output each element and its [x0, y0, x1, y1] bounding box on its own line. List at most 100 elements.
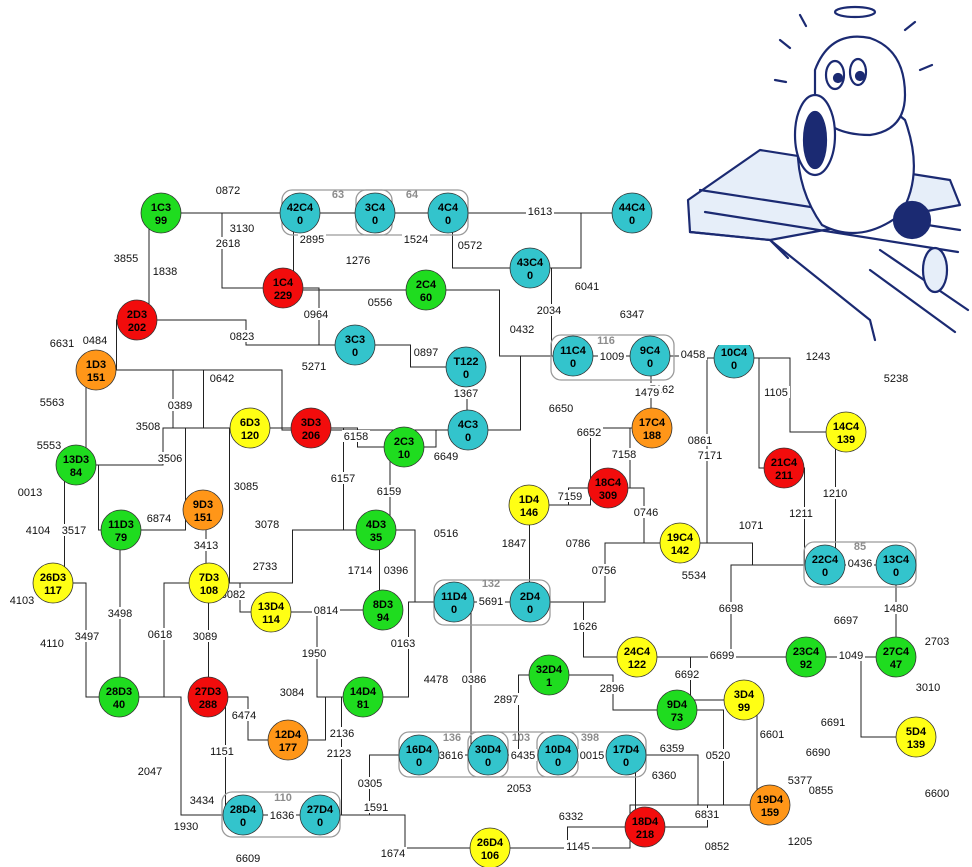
edge-label: 0396 [384, 565, 408, 577]
edge-label: 1626 [573, 621, 597, 633]
edge-label: 6332 [559, 811, 583, 823]
group-label-110: 110 [274, 792, 292, 804]
node-circle [749, 784, 791, 826]
edge-label-bg [214, 184, 242, 196]
edge-1C3-1C4 [161, 212, 283, 289]
edge-label-bg [786, 774, 814, 786]
edge-label-bg [680, 569, 708, 581]
node-circle [182, 489, 224, 531]
edge-label: 1145 [566, 841, 590, 853]
edge-label: 2047 [138, 766, 162, 778]
node-circle [509, 247, 551, 289]
edge-label: 4103 [10, 595, 34, 607]
node-circle [342, 676, 384, 718]
edge-4C3-11C4 [468, 355, 573, 431]
node-id-label: 5D4 [906, 726, 927, 738]
node-value-label: 309 [599, 490, 617, 502]
edge-label-bg [342, 430, 370, 442]
edge-label-bg [762, 386, 790, 398]
edge-label-bg [571, 620, 599, 632]
node-value-label: 0 [893, 567, 899, 579]
edge-label: 1211 [789, 508, 813, 520]
edge-label: 1847 [502, 538, 526, 550]
node-circle [354, 192, 396, 234]
node-value-label: 120 [241, 430, 259, 442]
edge-label-bg [914, 681, 942, 693]
edge-label-bg [145, 512, 173, 524]
node-value-label: 0 [317, 817, 323, 829]
edge-label: 7158 [612, 449, 636, 461]
edge-label-bg [24, 524, 52, 536]
edge-label: 0642 [210, 373, 234, 385]
node-id-label: 9D3 [193, 499, 213, 511]
edge-label-bg [703, 840, 731, 852]
node-id-label: 13D4 [258, 601, 285, 613]
node-value-label: 229 [274, 290, 292, 302]
node-id-label: 10C4 [721, 347, 748, 359]
edge-label: 6652 [577, 427, 601, 439]
edge-label-bg [16, 486, 44, 498]
node-circle [785, 636, 827, 678]
edge-label-bg [228, 222, 256, 234]
edge-label-bg [632, 506, 660, 518]
edge-label: 0015 [580, 750, 604, 762]
node-id-label: 14D4 [350, 686, 377, 698]
